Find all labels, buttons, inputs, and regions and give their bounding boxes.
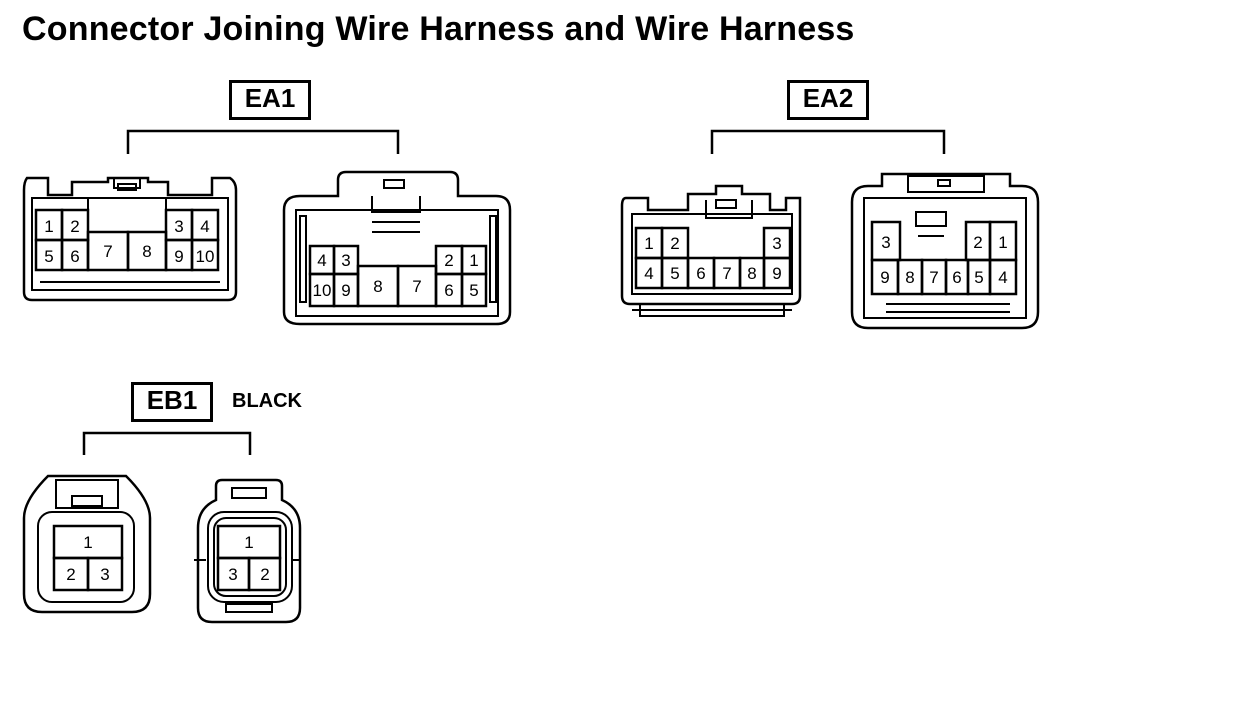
eb1-r-pin-2: 2 <box>260 565 269 584</box>
ea2-l-pin-4: 4 <box>644 264 653 283</box>
ea2-l-pin-9: 9 <box>772 264 781 283</box>
eb1-l-pin-1: 1 <box>83 533 92 552</box>
ea1-l-pin-5: 5 <box>44 247 53 266</box>
ea1-left-face <box>22 176 238 302</box>
ea1-r-pin-4: 4 <box>317 251 326 270</box>
ea2-left-face <box>620 184 802 317</box>
ea1-r-pin-6: 6 <box>444 281 453 300</box>
ea1-r-pin-10: 10 <box>313 281 332 300</box>
eb1-r-cell-2 <box>247 556 282 592</box>
ea1-l-pin-4: 4 <box>200 217 209 236</box>
ea1-l-pin-1: 1 <box>44 217 53 236</box>
ea2-l-pin-5: 5 <box>670 264 679 283</box>
eb1-color-label: BLACK <box>232 390 302 412</box>
ea1-l-pin-10: 10 <box>196 247 215 266</box>
ea1-bracket <box>126 129 400 154</box>
ea1-r-pin-7: 7 <box>412 277 421 296</box>
ea2-r-pin-1: 1 <box>998 233 1007 252</box>
eb1-l-pin-3: 3 <box>100 565 109 584</box>
ea2-bracket <box>710 129 946 154</box>
page-title: Connector Joining Wire Harness and Wire … <box>22 10 855 48</box>
ea1-r-pin-9: 9 <box>341 281 350 300</box>
ea2-r-pin-4: 4 <box>998 268 1007 287</box>
ea1-l-pin-7: 7 <box>103 242 112 261</box>
connector-code-ea2: EA2 <box>787 80 869 120</box>
ea2-l-pin-6: 6 <box>696 264 705 283</box>
ea1-l-pin-2: 2 <box>70 217 79 236</box>
ea2-r-pin-9: 9 <box>880 268 889 287</box>
eb1-l-pin-2: 2 <box>66 565 75 584</box>
ea1-r-pin-5: 5 <box>469 281 478 300</box>
ea1-r-pin-2: 2 <box>444 251 453 270</box>
ea2-right-face <box>850 172 1040 330</box>
ea2-l-cell-9 <box>762 256 792 290</box>
eb1-r-pin-3: 3 <box>228 565 237 584</box>
eb1-bracket <box>82 431 252 455</box>
ea1-r-pin-1: 1 <box>469 251 478 270</box>
ea2-r-pin-8: 8 <box>905 268 914 287</box>
ea1-right-face <box>282 170 512 326</box>
ea1-r-pin-3: 3 <box>341 251 350 270</box>
ea2-l-pin-8: 8 <box>747 264 756 283</box>
ea1-l-pin-8: 8 <box>142 242 151 261</box>
ea1-l-pin-3: 3 <box>174 217 183 236</box>
ea2-r-pin-7: 7 <box>929 268 938 287</box>
ea2-l-pin-2: 2 <box>670 234 679 253</box>
eb1-r-pin-1: 1 <box>244 533 253 552</box>
ea1-l-pin-6: 6 <box>70 247 79 266</box>
ea2-r-cell-4 <box>988 258 1018 296</box>
ea2-l-pin-1: 1 <box>644 234 653 253</box>
eb1-l-cell-3 <box>86 556 124 592</box>
ea1-l-cell-10 <box>190 238 220 272</box>
ea2-r-pin-2: 2 <box>973 233 982 252</box>
eb1-left-face <box>22 474 152 614</box>
connector-code-ea1: EA1 <box>229 80 311 120</box>
connector-code-eb1: EB1 <box>131 382 213 422</box>
ea2-r-pin-5: 5 <box>974 268 983 287</box>
eb1-right-face <box>194 478 302 624</box>
ea1-l-pin-9: 9 <box>174 247 183 266</box>
ea2-l-pin-3: 3 <box>772 234 781 253</box>
ea1-r-cell-5 <box>460 272 488 308</box>
ea2-l-pin-7: 7 <box>722 264 731 283</box>
ea1-r-pin-8: 8 <box>373 277 382 296</box>
ea2-r-pin-6: 6 <box>952 268 961 287</box>
ea2-r-pin-3: 3 <box>881 233 890 252</box>
